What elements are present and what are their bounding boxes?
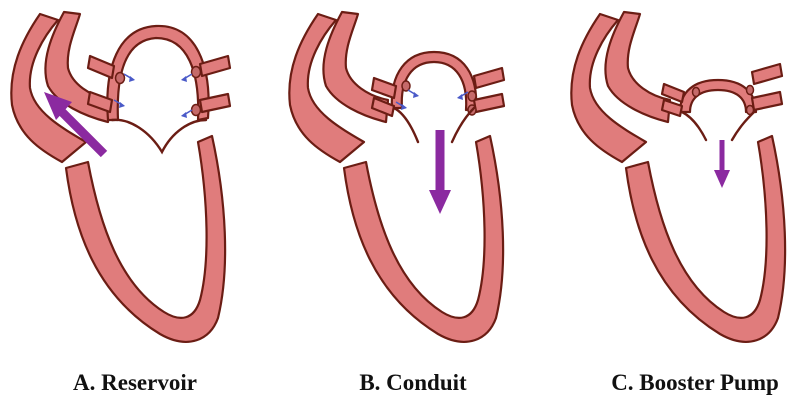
vein-opening	[745, 84, 755, 96]
inflow-arrows	[113, 73, 193, 118]
left-atrium	[678, 78, 758, 114]
flow-arrow	[429, 130, 451, 214]
inflow-arrows	[395, 89, 469, 110]
pulmonary-artery	[604, 10, 672, 124]
mitral-valve-leaflet-right	[450, 106, 476, 144]
flow-arrow	[44, 92, 108, 158]
mitral-valve	[110, 118, 208, 155]
flow-arrow	[714, 140, 730, 188]
panel-conduit: B. Conduit	[278, 0, 548, 405]
aorta	[288, 12, 366, 164]
left-ventricle	[342, 134, 505, 343]
caption-booster-pump: C. Booster Pump	[611, 370, 779, 395]
heart-booster-illustration	[570, 10, 787, 343]
left-atrium	[106, 24, 210, 122]
mitral-valve-leaflet-right	[730, 110, 756, 142]
heart-reservoir-illustration	[10, 10, 232, 343]
vein-opening	[691, 86, 701, 98]
pulmonary-vein-upper-right	[198, 54, 232, 78]
pulmonary-vein-lower-right	[472, 92, 506, 114]
caption-reservoir: A. Reservoir	[73, 370, 197, 395]
vein-opening	[190, 103, 202, 117]
heart-conduit-illustration	[288, 10, 506, 343]
vein-opening	[467, 90, 477, 102]
aorta	[570, 12, 648, 164]
pulmonary-artery	[44, 10, 112, 124]
vein-opening	[190, 65, 202, 79]
vein-opening	[401, 80, 411, 92]
pulmonary-vein-lower-right	[750, 90, 784, 112]
pulmonary-vein-upper-left	[660, 82, 686, 104]
panel-booster-pump: C. Booster Pump	[560, 0, 809, 405]
mitral-valve-leaflet-left	[392, 106, 420, 144]
left-ventricle	[624, 134, 787, 343]
pulmonary-vein-upper-left	[370, 76, 398, 100]
pulmonary-vein-upper-left	[86, 54, 116, 80]
pulmonary-artery	[322, 10, 390, 124]
pulmonary-vein-lower-left	[660, 98, 684, 118]
left-ventricle	[64, 134, 227, 343]
mitral-valve-leaflet-left	[680, 110, 708, 142]
vein-opening	[114, 71, 126, 85]
panel-reservoir: A. Reservoir	[0, 0, 270, 405]
caption-conduit: B. Conduit	[359, 370, 467, 395]
aorta	[10, 12, 88, 164]
pulmonary-vein-lower-right	[198, 92, 232, 114]
pulmonary-vein-lower-left	[370, 96, 396, 118]
pulmonary-vein-lower-left	[86, 90, 114, 114]
pulmonary-vein-upper-right	[472, 66, 506, 90]
pulmonary-vein-upper-right	[750, 62, 784, 86]
